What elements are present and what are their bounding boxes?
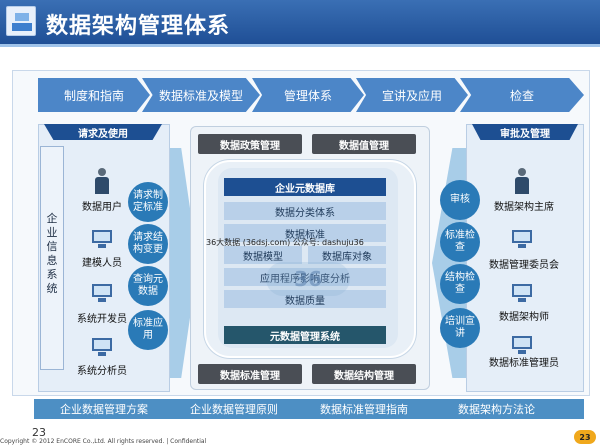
bottom-item: 企业数据管理方案: [60, 403, 148, 416]
vertical-label: 企业信息系统: [46, 212, 58, 295]
metadata-row: 数据标准: [224, 224, 386, 242]
metadata-row: 应用程序影响度分析: [224, 268, 386, 286]
standard-management-box: 数据标准管理: [198, 364, 302, 384]
header-bar: [0, 0, 600, 44]
action-circle: 结构检查: [440, 264, 480, 304]
person-icon: [94, 168, 110, 194]
phase-chevron: 宣讲及应用: [356, 78, 468, 112]
phase-chevron: 数据标准及模型: [142, 78, 260, 112]
role-label: 数据标准管理员: [489, 358, 559, 369]
chart-logo-icon: [6, 6, 36, 36]
page-badge: 23: [574, 430, 596, 444]
action-circle: 请求制定标准: [128, 182, 168, 222]
bottom-item: 数据标准管理指南: [320, 403, 408, 416]
metadata-row: 数据分类体系: [224, 202, 386, 220]
computer-icon: [512, 230, 534, 248]
policy-management-box: 数据政策管理: [198, 134, 302, 154]
phase-row: 制度和指南 数据标准及模型 管理体系 宣讲及应用 检查: [38, 78, 584, 112]
computer-icon: [512, 284, 534, 302]
computer-icon: [92, 284, 114, 302]
vertical-label-box: [40, 146, 64, 370]
computer-icon: [92, 338, 114, 356]
phase-chevron: 制度和指南: [38, 78, 150, 112]
page-title: 数据架构管理体系: [46, 14, 231, 39]
role-label: 系统开发员: [77, 314, 127, 325]
bottom-item: 企业数据管理原则: [190, 403, 278, 416]
watermark-logo: 36: [266, 262, 350, 296]
right-panel-tab: 审批及管理: [472, 124, 578, 140]
role-label: 数据架构师: [499, 312, 549, 323]
computer-icon: [92, 230, 114, 248]
bottom-principles-bar: [34, 399, 584, 419]
header-stripe: [0, 44, 600, 47]
role-label: 数据架构主席: [494, 202, 554, 213]
action-circle: 查询元数据: [128, 266, 168, 306]
left-panel-tab: 请求及使用: [44, 124, 162, 140]
role-label: 建模人员: [82, 258, 122, 269]
footer-copyright: Copyright © 2012 EnCORE Co.,Ltd. All rig…: [0, 438, 207, 445]
metadata-row: 数据模型: [224, 246, 302, 264]
action-circle: 请求结构变更: [128, 224, 168, 264]
computer-icon: [512, 336, 534, 354]
metadata-row: 数据库对象: [308, 246, 386, 264]
person-icon: [514, 168, 530, 194]
action-circle: 审核: [440, 180, 480, 220]
metadata-repository-title: 企业元数据库: [224, 178, 386, 196]
phase-chevron: 检查: [460, 78, 584, 112]
footer-page-number: 23: [32, 426, 46, 439]
metadata-system-box: 元数据管理系统: [224, 326, 386, 344]
value-management-box: 数据值管理: [312, 134, 416, 154]
metadata-row: 数据质量: [224, 290, 386, 308]
action-circle: 标准应用: [128, 310, 168, 350]
watermark-text: 36大数据 (36dsj.com) 公众号: dashuju36: [206, 238, 364, 247]
bottom-item: 数据架构方法论: [458, 403, 535, 416]
action-circle: 标准检查: [440, 222, 480, 262]
phase-chevron: 管理体系: [252, 78, 364, 112]
role-label: 数据管理委员会: [489, 260, 559, 271]
role-label: 数据用户: [82, 202, 122, 213]
role-label: 系统分析员: [77, 366, 127, 377]
structure-management-box: 数据结构管理: [312, 364, 416, 384]
action-circle: 培训宣讲: [440, 308, 480, 348]
